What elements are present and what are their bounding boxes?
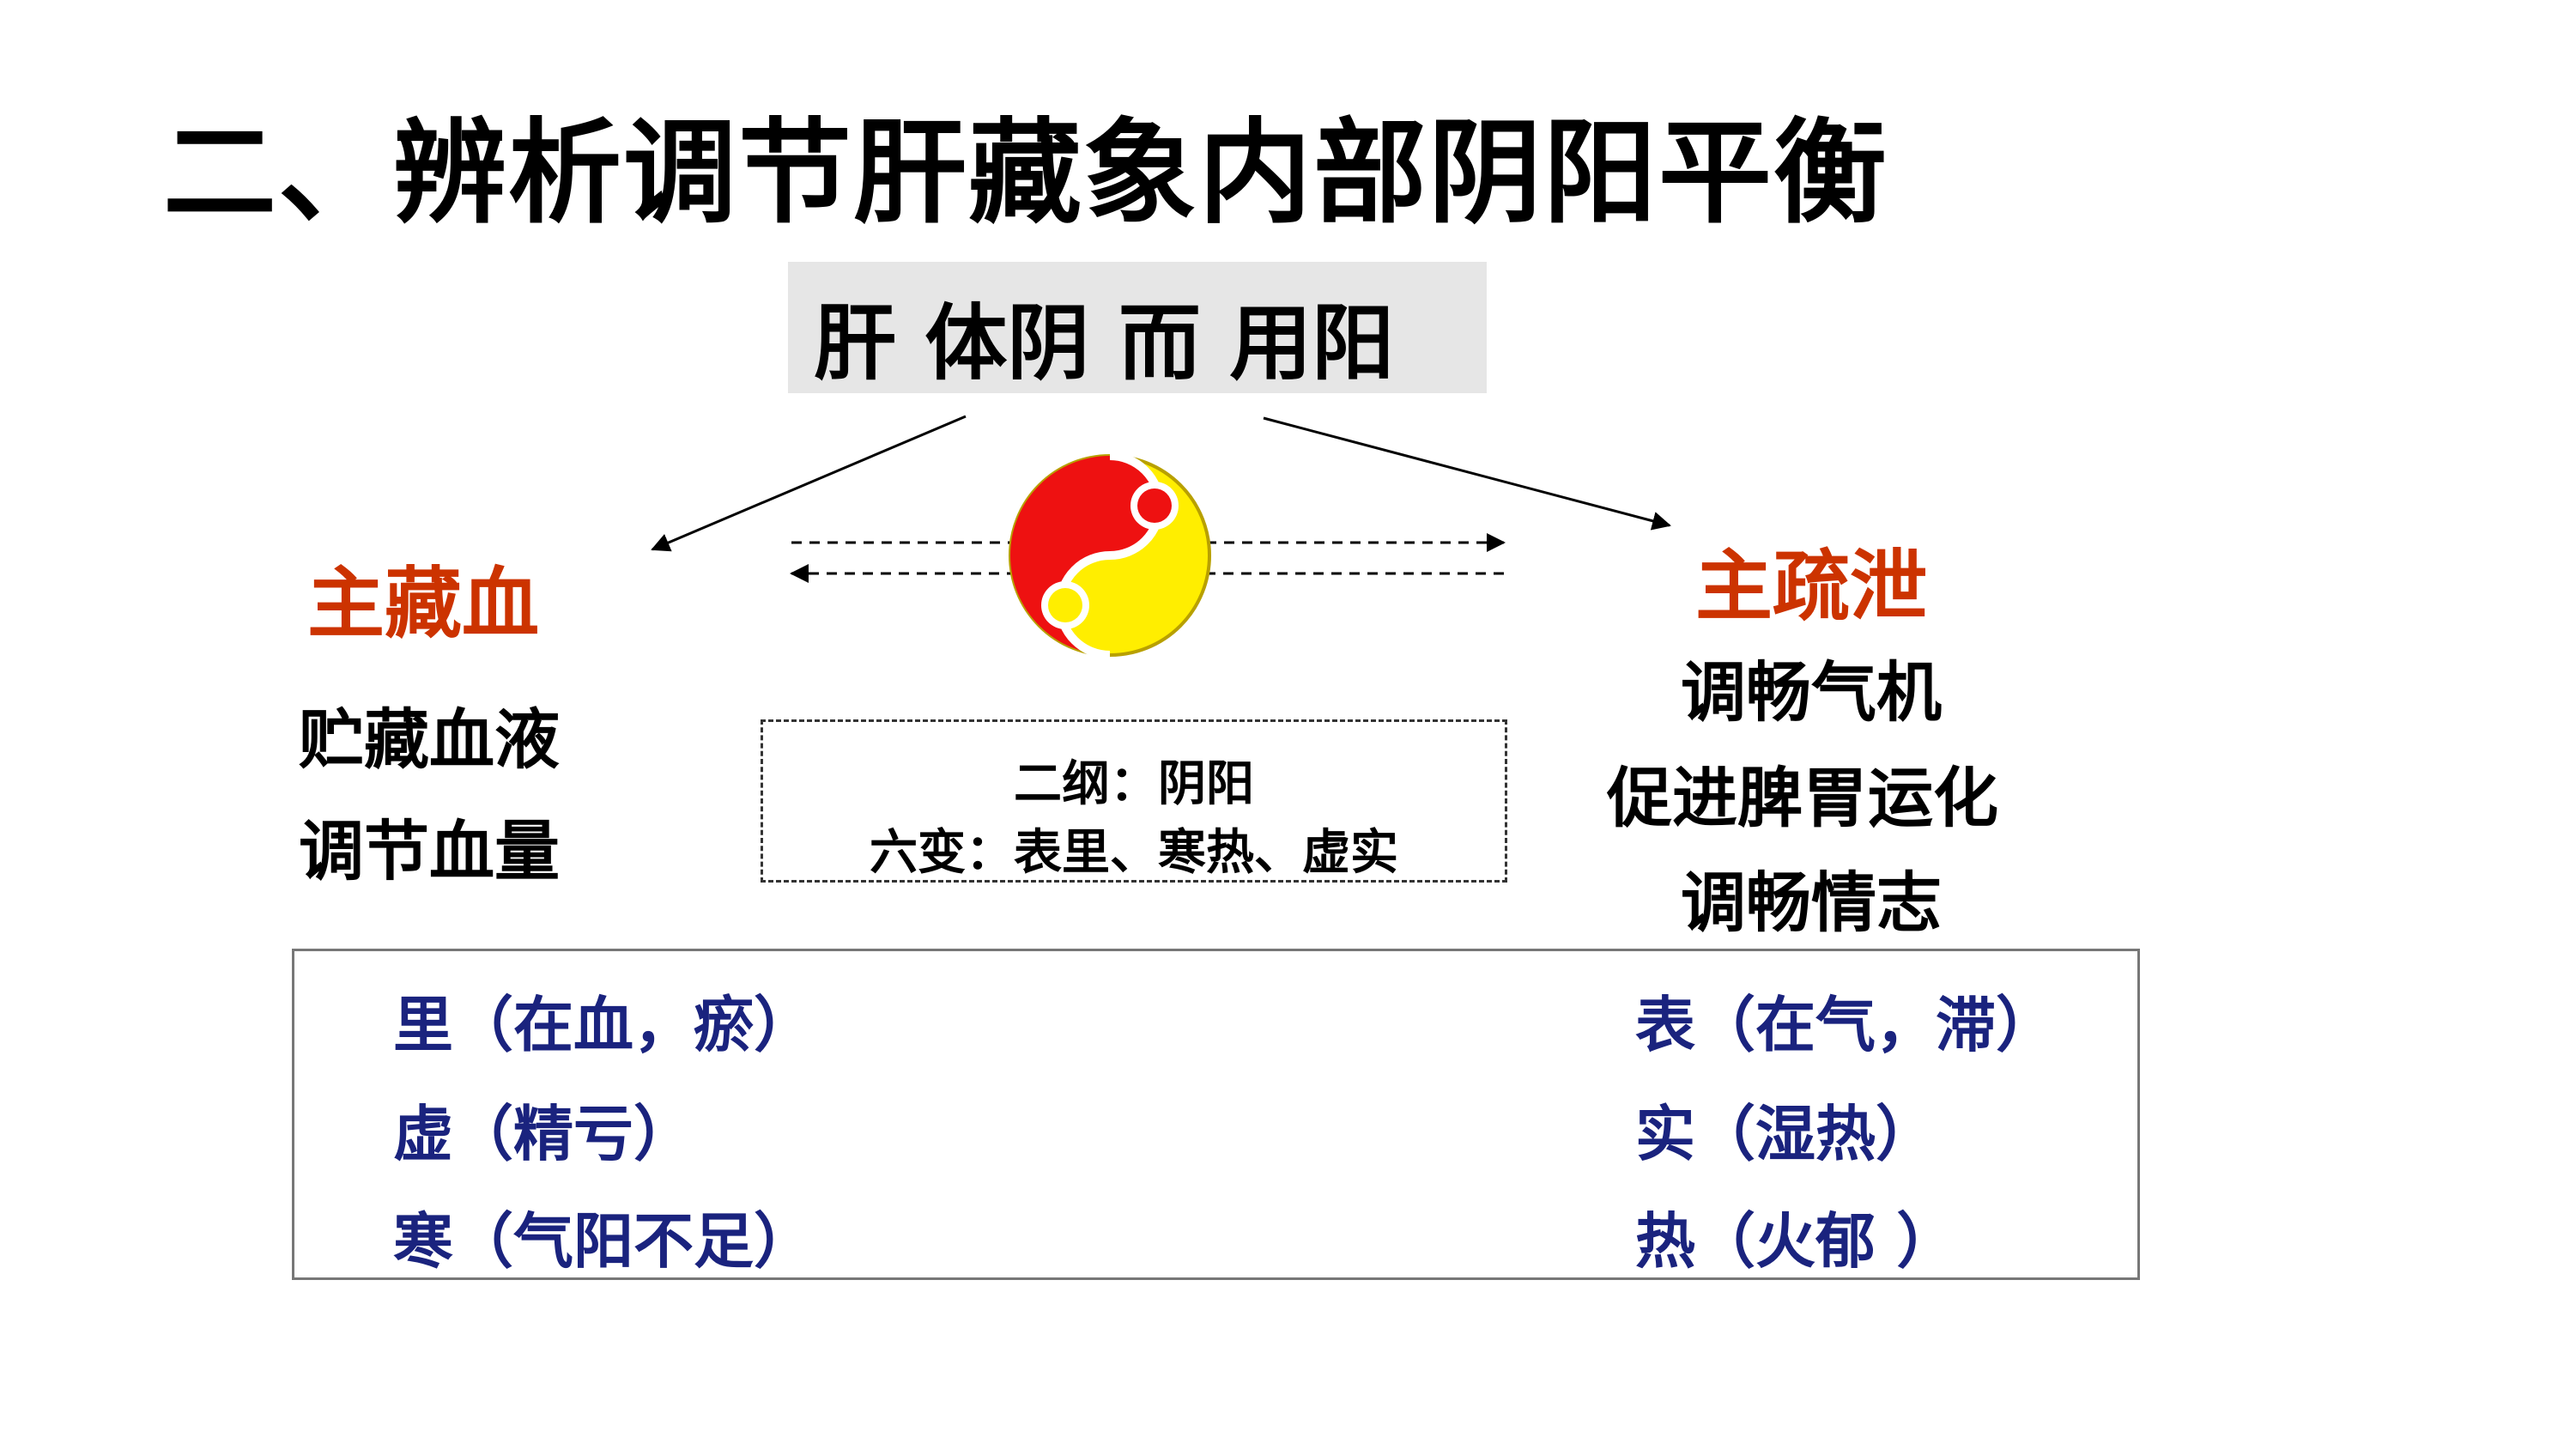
bottom-left-2: 虚（精亏）	[393, 1098, 694, 1169]
taiji-icon	[1009, 452, 1211, 659]
middle-line-2: 六变：表里、寒热、虚实	[870, 824, 1398, 881]
left-heading: 主藏血	[307, 559, 539, 649]
arrow-right	[1263, 416, 1671, 531]
bottom-left-3: 寒（气阳不足）	[393, 1205, 814, 1277]
left-item-2: 调节血量	[299, 813, 560, 889]
right-item-2: 促进脾胃运化	[1607, 760, 1998, 836]
right-item-3: 调畅情志	[1681, 865, 1942, 941]
bottom-box	[292, 949, 2140, 1280]
arrow-left	[651, 415, 967, 552]
slide-title: 二、辨析调节肝藏象内部阴阳平衡	[163, 107, 1888, 240]
middle-line-1: 二纲：阴阳	[1014, 755, 1254, 812]
bottom-right-3: 热（火郁 ）	[1635, 1205, 1957, 1277]
left-item-1: 贮藏血液	[299, 701, 560, 778]
middle-dashed-box	[761, 719, 1507, 883]
bottom-right-2: 实（湿热）	[1635, 1098, 1936, 1169]
bottom-right-1: 表（在气，滞）	[1635, 989, 2056, 1060]
right-heading: 主疏泄	[1695, 542, 1927, 632]
center-statement: 肝 体阴 而 用阳	[814, 295, 1395, 391]
right-item-1: 调畅气机	[1681, 654, 1942, 731]
center-box	[788, 262, 1487, 393]
bottom-left-1: 里（在血，瘀）	[393, 989, 814, 1060]
